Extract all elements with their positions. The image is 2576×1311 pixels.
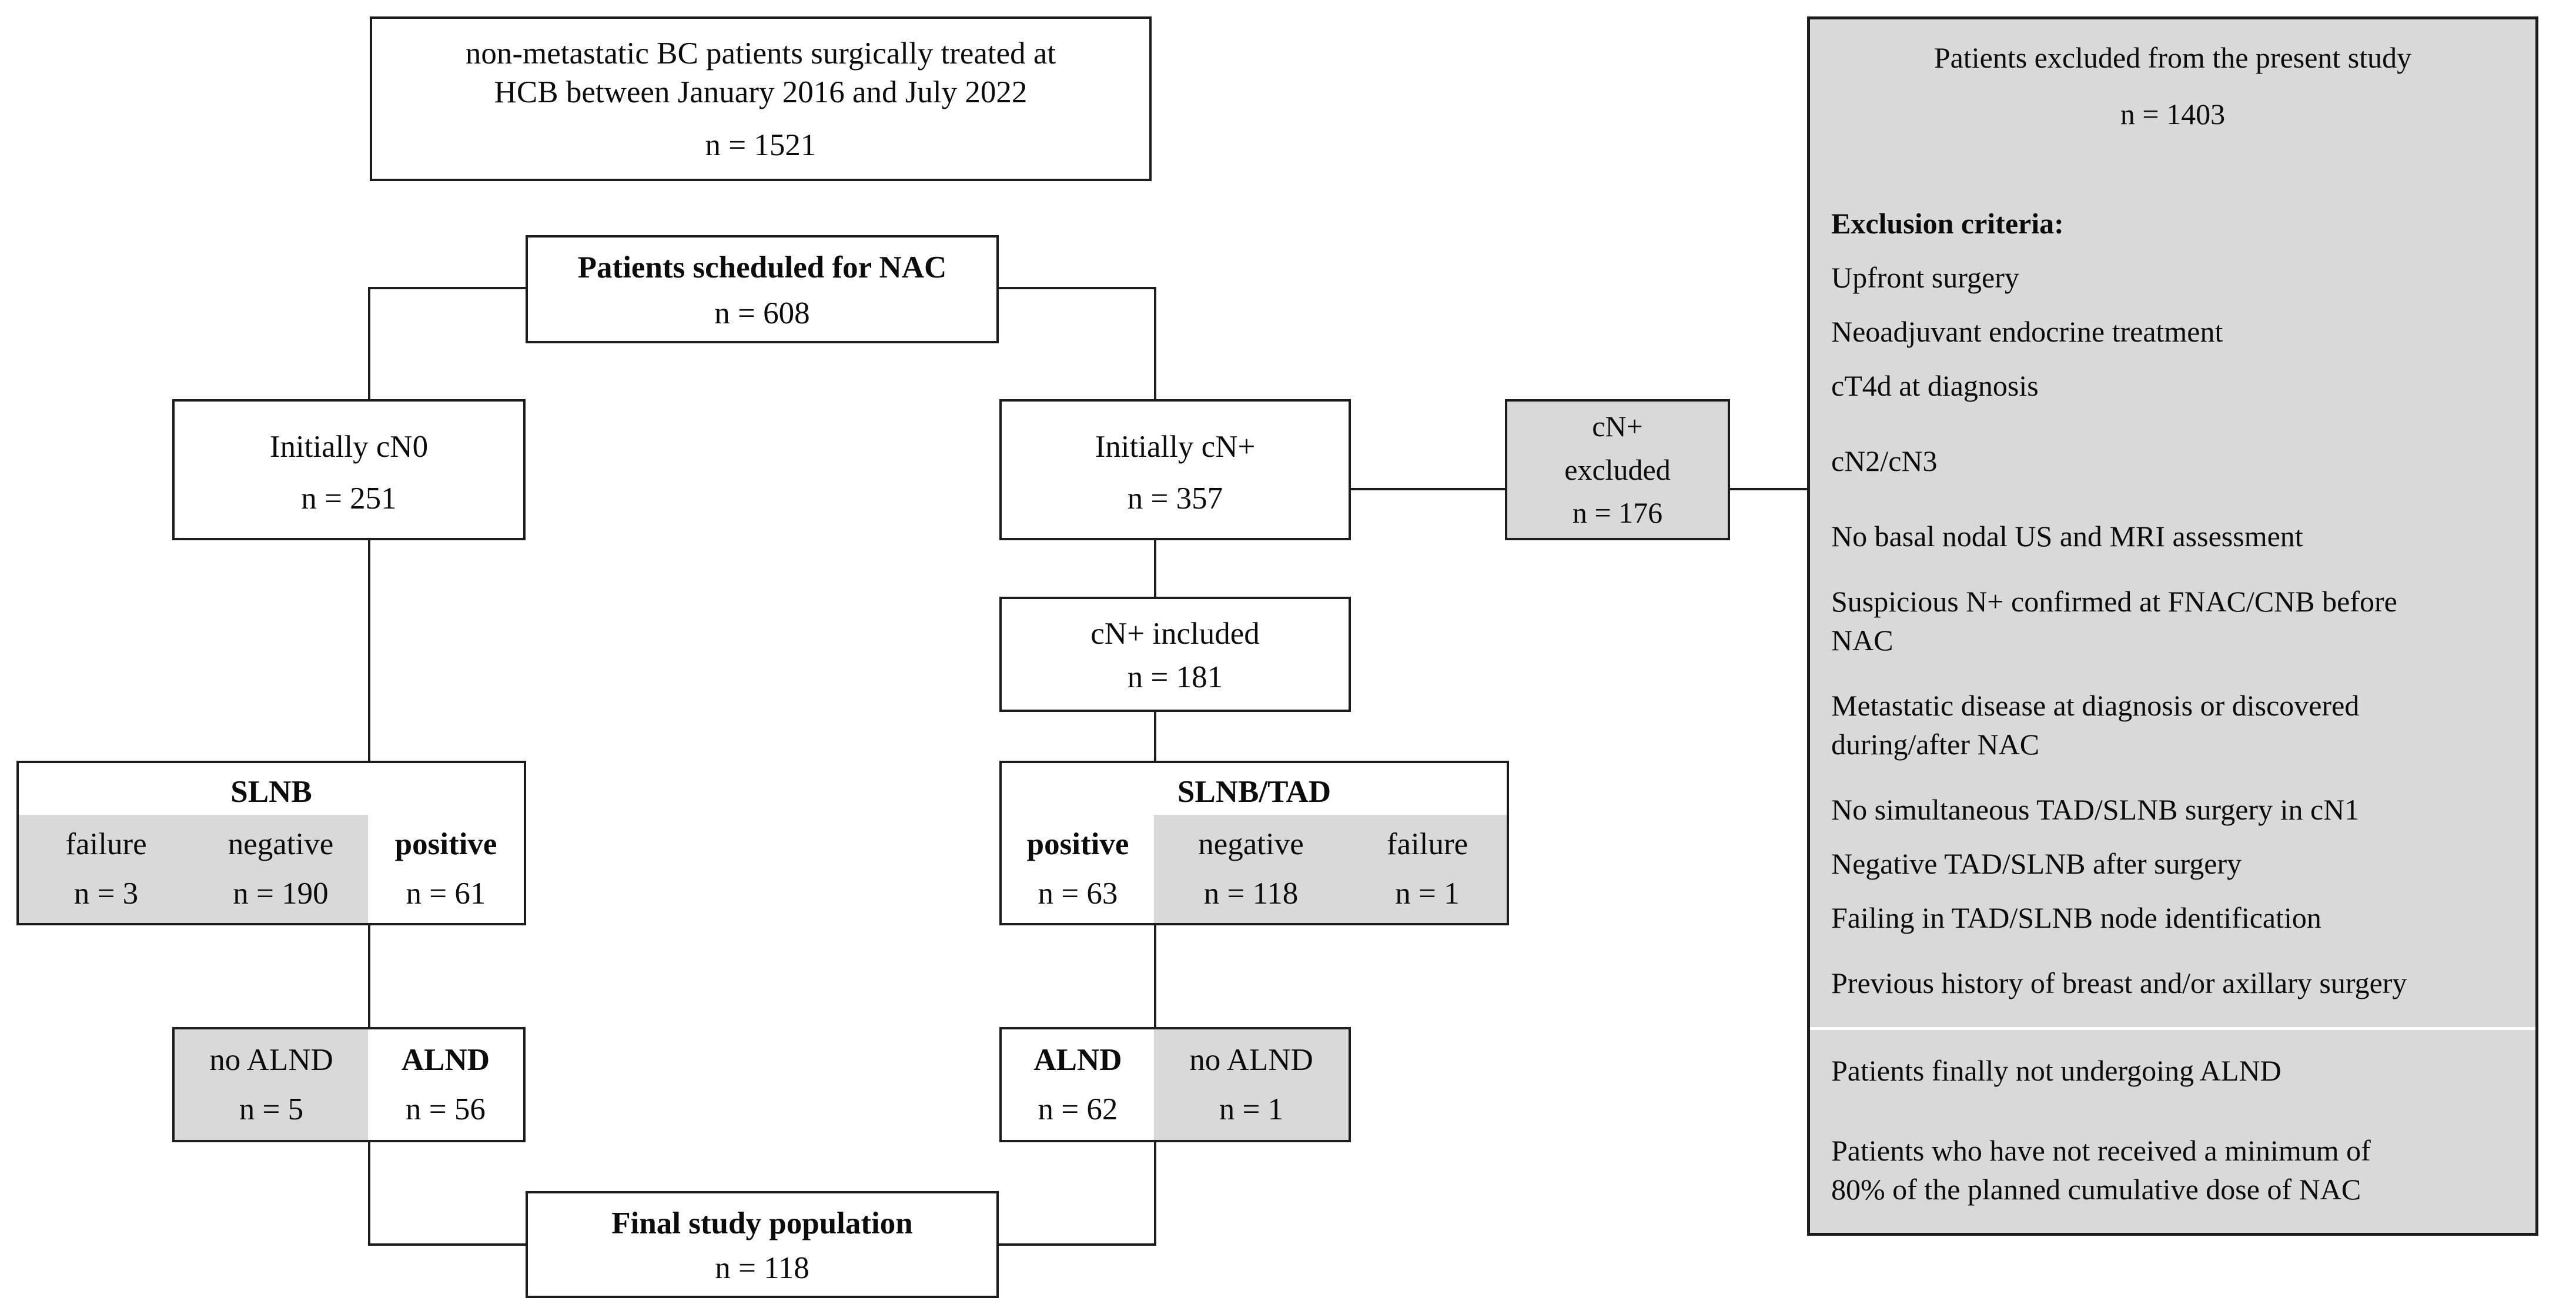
slnbtad-box-columns: positive n = 63 negative n = 118 failure…	[1002, 815, 1507, 923]
slnbtad-positive-count: n = 63	[1038, 876, 1118, 911]
alnd-cn0-alnd-label: ALND	[401, 1042, 490, 1077]
slnbtad-negative-label: negative	[1198, 827, 1304, 862]
exclusion-item-upfront-surgery: Upfront surgery	[1831, 261, 2019, 294]
slnbtad-box-title: SLNB/TAD	[1177, 774, 1332, 809]
connector-final-right-horizontal	[998, 1243, 1156, 1246]
slnb-negative-column: negative n = 190	[193, 815, 368, 923]
connector-left-down-to-cn0	[368, 288, 370, 400]
exclusion-criteria-heading: Exclusion criteria:	[1831, 207, 2064, 240]
nac-box-label: Patients scheduled for NAC	[577, 250, 947, 285]
alnd-cnplus-noalnd-column: no ALND n = 1	[1154, 1029, 1349, 1140]
connector-nac-right-horizontal	[998, 287, 1156, 289]
cnplus-included-box: cN+ included n = 181	[999, 597, 1351, 712]
alnd-cnplus-alnd-label: ALND	[1033, 1042, 1122, 1077]
start-box-count: n = 1521	[705, 128, 817, 162]
alnd-cnplus-alnd-column: ALND n = 62	[1002, 1029, 1154, 1140]
excluded-box-line1: cN+	[1592, 410, 1643, 443]
connector-final-left-horizontal	[368, 1243, 527, 1246]
cnplus-box: Initially cN+ n = 357	[999, 399, 1351, 540]
cnplus-excluded-box: cN+ excluded n = 176	[1505, 399, 1730, 540]
slnbtad-failure-column: failure n = 1	[1348, 815, 1507, 923]
slnbtad-failure-count: n = 1	[1395, 876, 1460, 911]
connector-cnplus-to-excluded	[1350, 488, 1506, 490]
connector-slnbtad-to-alnd-right	[1154, 924, 1156, 1028]
exclusion-item-no-basal-assessment: No basal nodal US and MRI assessment	[1831, 520, 2303, 553]
alnd-cnplus-noalnd-label: no ALND	[1189, 1042, 1313, 1077]
connector-slnb-to-alnd-left	[368, 924, 370, 1028]
nac-box-count: n = 608	[714, 296, 810, 330]
slnb-positive-count: n = 61	[406, 876, 486, 911]
slnb-positive-column: positive n = 61	[368, 815, 524, 923]
slnbtad-box: SLNB/TAD positive n = 63 negative n = 11…	[999, 761, 1509, 925]
excluded-box-count: n = 176	[1572, 496, 1663, 530]
alnd-box-cn0: no ALND n = 5 ALND n = 56	[172, 1027, 526, 1142]
slnb-failure-label: failure	[65, 827, 147, 862]
alnd-cn0-noalnd-label: no ALND	[209, 1042, 333, 1077]
slnbtad-positive-column: positive n = 63	[1002, 815, 1154, 923]
cn0-box-count: n = 251	[301, 481, 397, 516]
alnd-cn0-alnd-column: ALND n = 56	[368, 1029, 523, 1140]
cn0-box: Initially cN0 n = 251	[172, 399, 526, 540]
cn0-box-label: Initially cN0	[269, 430, 429, 464]
slnb-gray-area: failure n = 3 negative n = 190	[19, 815, 368, 923]
connector-alnd-left-down	[368, 1141, 370, 1246]
exclusion-item-nac-dose: Patients who have not received a minimum…	[1831, 1134, 2371, 1206]
exclusion-panel: Patients excluded from the present study…	[1807, 16, 2538, 1236]
final-population-box: Final study population n = 118	[526, 1191, 999, 1298]
slnb-box-title: SLNB	[230, 774, 312, 809]
slnbtad-gray-area: negative n = 118 failure n = 1	[1154, 815, 1507, 923]
alnd-cnplus-alnd-count: n = 62	[1038, 1092, 1118, 1127]
exclusion-item-negative-tad-slnb: Negative TAD/SLNB after surgery	[1831, 847, 2242, 880]
excluded-box-line2: excluded	[1564, 453, 1671, 486]
slnb-positive-label: positive	[394, 827, 497, 862]
nac-box: Patients scheduled for NAC n = 608	[526, 235, 999, 343]
slnb-negative-label: negative	[228, 827, 334, 862]
slnb-box: SLNB failure n = 3 negative n = 190 posi…	[16, 761, 526, 925]
connector-included-to-slnbtad	[1154, 711, 1156, 762]
exclusion-item-ct4d: cT4d at diagnosis	[1831, 369, 2039, 402]
slnb-box-columns: failure n = 3 negative n = 190 positive …	[19, 815, 524, 923]
exclusion-item-suspicious-nplus: Suspicious N+ confirmed at FNAC/CNB befo…	[1831, 585, 2397, 657]
connector-nac-left-horizontal	[368, 287, 528, 289]
slnbtad-negative-count: n = 118	[1203, 876, 1299, 911]
slnbtad-negative-column: negative n = 118	[1154, 815, 1348, 923]
slnbtad-positive-label: positive	[1026, 827, 1129, 862]
connector-excluded-to-panel	[1729, 488, 1808, 490]
alnd-cn0-noalnd-column: no ALND n = 5	[175, 1029, 368, 1140]
alnd-cnplus-noalnd-count: n = 1	[1219, 1092, 1284, 1127]
included-box-count: n = 181	[1127, 660, 1223, 694]
connector-alnd-right-down	[1154, 1141, 1156, 1246]
exclusion-item-not-undergoing-alnd: Patients finally not undergoing ALND	[1831, 1054, 2281, 1087]
connector-cnplus-to-included	[1154, 539, 1156, 598]
exclusion-item-failing-identification: Failing in TAD/SLNB node identification	[1831, 901, 2321, 934]
slnb-failure-column: failure n = 3	[19, 815, 193, 923]
exclusion-item-metastatic-disease: Metastatic disease at diagnosis or disco…	[1831, 689, 2360, 761]
connector-right-down-to-cnplus	[1154, 288, 1156, 400]
cnplus-box-label: Initially cN+	[1095, 430, 1256, 464]
cnplus-box-count: n = 357	[1127, 481, 1223, 516]
alnd-cn0-noalnd-count: n = 5	[239, 1092, 304, 1127]
start-box-line2: HCB between January 2016 and July 2022	[494, 75, 1028, 110]
final-box-count: n = 118	[715, 1250, 809, 1285]
slnb-negative-count: n = 190	[233, 876, 329, 911]
connector-cn0-to-slnb	[368, 539, 370, 762]
final-box-label: Final study population	[611, 1206, 913, 1240]
exclusion-panel-title: Patients excluded from the present study	[1933, 41, 2412, 74]
exclusion-item-previous-surgery: Previous history of breast and/or axilla…	[1831, 966, 2407, 999]
exclusion-item-no-simultaneous-tad-slnb: No simultaneous TAD/SLNB surgery in cN1	[1831, 793, 2360, 826]
exclusion-item-neoadjuvant-endocrine: Neoadjuvant endocrine treatment	[1831, 315, 2223, 348]
start-population-box: non-metastatic BC patients surgically tr…	[370, 16, 1152, 181]
start-box-line1: non-metastatic BC patients surgically tr…	[465, 36, 1056, 71]
alnd-box-cnplus: ALND n = 62 no ALND n = 1	[999, 1027, 1351, 1142]
exclusion-panel-divider	[1810, 1027, 2535, 1030]
exclusion-item-cn2-cn3: cN2/cN3	[1831, 444, 1938, 477]
alnd-cn0-alnd-count: n = 56	[406, 1092, 486, 1127]
slnbtad-failure-label: failure	[1386, 827, 1468, 862]
exclusion-panel-count: n = 1403	[2120, 98, 2226, 131]
slnb-failure-count: n = 3	[73, 876, 139, 911]
included-box-label: cN+ included	[1090, 617, 1260, 651]
